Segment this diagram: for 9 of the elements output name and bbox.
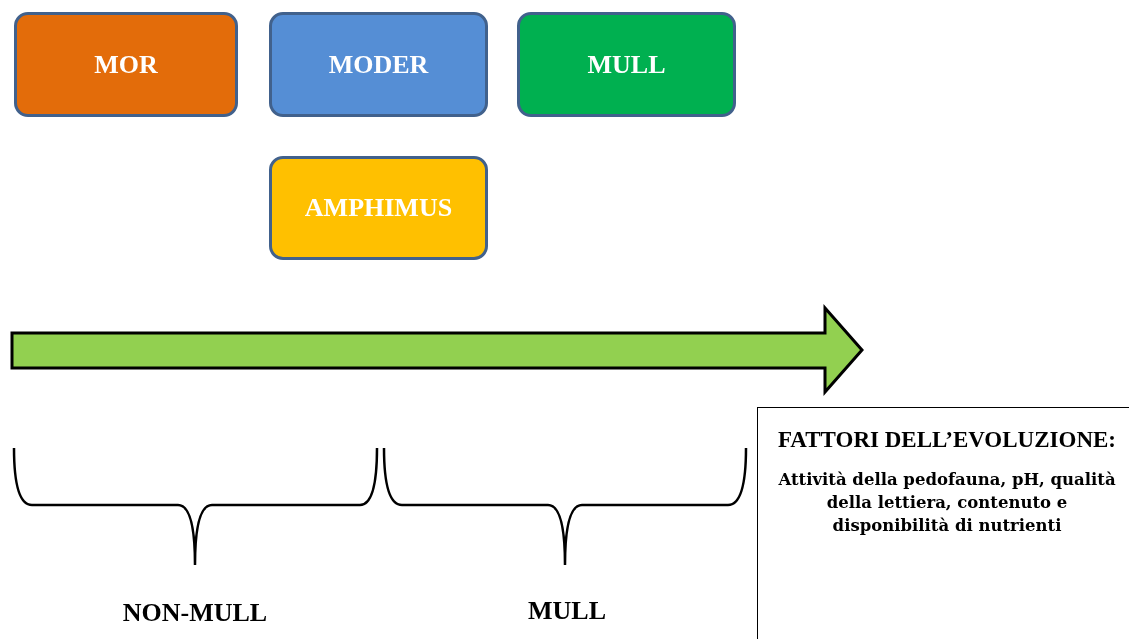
humus-type-box: MULL [517,12,736,117]
humus-type-box: MODER [269,12,488,117]
humus-type-box: AMPHIMUS [269,156,488,260]
bracket-label: NON-MULL [122,598,268,628]
info-box [757,407,1129,639]
box-heading: FATTORI DELL’EVOLUZIONE: [778,426,1116,454]
box-text: Attività della pedofauna, pH, qualità della lettiera, contenuto e disponibilità di nutrienti [777,468,1117,537]
bracket-label: MULL [528,596,606,626]
humus-type-box: MOR [14,12,238,117]
